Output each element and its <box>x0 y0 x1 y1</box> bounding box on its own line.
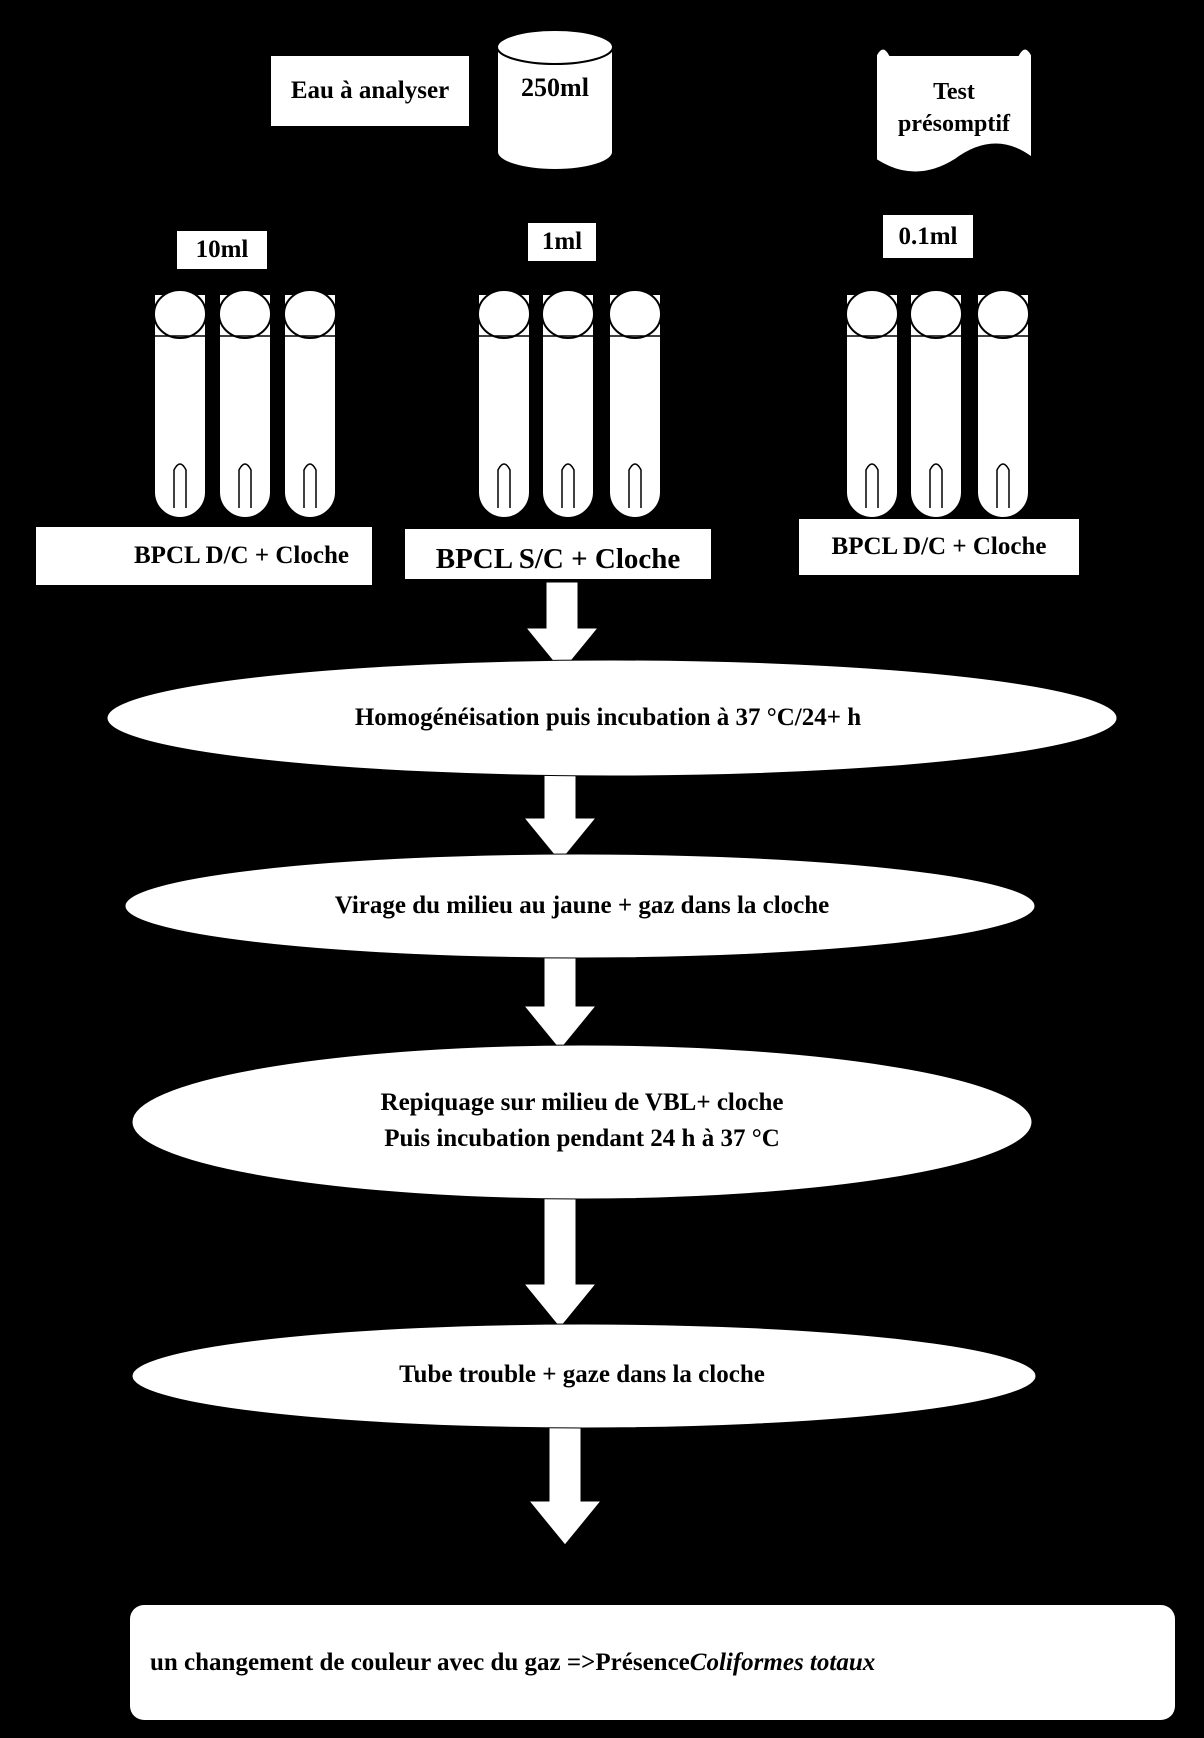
tube-groups <box>153 289 1030 519</box>
step-oval-3 <box>131 1044 1033 1200</box>
step-3-text-line2: Puis incubation pendant 24 h à 37 °C <box>384 1125 780 1152</box>
result-text: un changement de couleur avec du gaz =>P… <box>150 1648 690 1676</box>
result-emphasis: Coliformes totaux <box>689 1648 876 1676</box>
step-oval-2 <box>124 853 1036 959</box>
dilution-volume-2: 1ml <box>527 222 597 262</box>
step-2-text: Virage du milieu au jaune + gaz dans la … <box>334 892 830 919</box>
test-tube-icon <box>541 289 595 519</box>
document-shape-icon <box>875 47 1033 174</box>
down-arrow-icon <box>522 1189 598 1329</box>
test-tube-icon <box>283 289 337 519</box>
step-3-text-line1: Repiquage sur milieu de VBL+ cloche <box>380 1089 784 1116</box>
medium-label-3: BPCL D/C + Cloche <box>798 518 1080 576</box>
test-tube-icon <box>608 289 662 519</box>
dilution-volume-1: 10ml <box>176 230 268 270</box>
down-arrow-icon <box>527 1419 603 1546</box>
medium-label-1: BPCL D/C + Cloche <box>35 526 373 586</box>
down-arrow-icon <box>522 951 598 1051</box>
down-arrow-icon <box>524 581 600 673</box>
step-1-text: Homogénéisation puis incubation à 37 °C/… <box>354 704 862 731</box>
result-box: un changement de couleur avec du gaz =>P… <box>130 1605 1175 1720</box>
flow-arrows <box>522 581 603 1546</box>
medium-label-2: BPCL S/C + Cloche <box>404 528 712 580</box>
step-oval-4 <box>131 1323 1037 1429</box>
test-label-line2: présomptif <box>898 111 1010 137</box>
test-tube-icon <box>909 289 963 519</box>
test-tube-icon <box>477 289 531 519</box>
test-tube-icon <box>153 289 207 519</box>
sample-label: Eau à analyser <box>290 77 450 104</box>
dilution-volume-3: 0.1ml <box>882 214 974 259</box>
down-arrow-icon <box>522 769 598 863</box>
test-tube-icon <box>845 289 899 519</box>
sample-volume: 250ml <box>521 73 589 102</box>
sample-cylinder-icon <box>496 29 614 171</box>
step-4-text: Tube trouble + gaze dans la cloche <box>399 1361 765 1388</box>
sample-label-box: Eau à analyser <box>270 55 470 127</box>
test-tube-icon <box>976 289 1030 519</box>
test-tube-icon <box>218 289 272 519</box>
step-oval-1 <box>106 659 1118 777</box>
test-label-line1: Test <box>933 79 975 105</box>
